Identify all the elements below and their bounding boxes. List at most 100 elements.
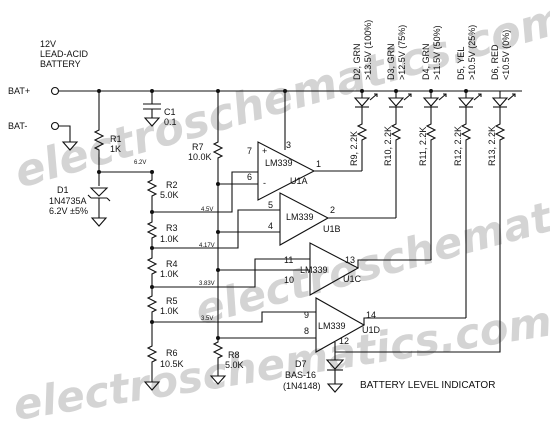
comparator-u1c (309, 242, 431, 296)
d7-ref: D7 (295, 359, 307, 369)
battery-label-line1: 12V (40, 39, 56, 49)
diode-d7 (325, 359, 345, 393)
battery-label: 12V LEAD-ACID BATTERY (40, 39, 89, 69)
d7-alt: (1N4148) (283, 381, 321, 391)
u1d-pin-gnd: 12 (339, 336, 349, 346)
watermark-3: electroschematics.com (10, 296, 550, 423)
r6-value: 10.5K (160, 359, 184, 369)
u1a-pin-minus: 6 (247, 172, 252, 182)
r11-label: R11, 2.2K (418, 127, 428, 166)
u1d-type: LM339 (318, 321, 346, 331)
r13-label: R13, 2.2K (487, 126, 497, 166)
d2-level: >13.5V (100%) (363, 20, 373, 80)
d4-ref: D4, GRN (421, 43, 431, 80)
node-voltage-4v17: 4.17V (199, 243, 215, 249)
node-voltage-3v5: 3.5V (201, 316, 213, 322)
u1a-minus-sign: - (263, 178, 266, 188)
c1-value: 0.1 (164, 117, 177, 127)
d6-level: <10.5V (0%) (501, 30, 511, 80)
r3-value: 1.0K (160, 234, 179, 244)
r2-ref: R2 (166, 180, 178, 190)
u1c-type: LM339 (300, 265, 328, 275)
r3-ref: R3 (166, 223, 178, 233)
sense-divider (209, 91, 316, 385)
r4-resistor (146, 248, 158, 287)
r5-value: 1.0K (160, 306, 179, 316)
u1a-pin-out: 1 (316, 159, 321, 169)
diagram-title: BATTERY LEVEL INDICATOR (360, 380, 495, 391)
r4-value: 1.0K (160, 269, 179, 279)
zener-diode-d1 (87, 172, 111, 227)
u1b-pin-out: 2 (330, 205, 335, 215)
r9-label: R9, 2.2K (349, 131, 359, 166)
bat-pos-terminal (50, 86, 60, 96)
d7-part: BAS-16 (285, 370, 316, 380)
led-column-d3 (387, 91, 412, 218)
r2-value: 5.0K (160, 190, 179, 200)
led-column-d6 (335, 91, 516, 353)
r2-resistor (146, 172, 158, 212)
bat-neg-wire (59, 125, 79, 151)
node-voltage-4v5: 4.5V (201, 207, 213, 213)
resistor-ladder (143, 170, 161, 391)
node-voltage-6v2: 6.2V (134, 160, 146, 166)
r10-label: R10, 2.2K (383, 126, 393, 166)
u1b-type: LM339 (286, 212, 314, 222)
r6-resistor (146, 322, 158, 382)
u1c-pin-out: 13 (345, 255, 355, 265)
battery-label-line3: BATTERY (40, 59, 81, 69)
d2-ref: D2, GRN (352, 43, 362, 80)
r5-ref: R5 (166, 296, 178, 306)
led-column-d5 (457, 91, 482, 318)
r1-value: 1K (110, 144, 121, 154)
u1b-pin-minus: 4 (268, 221, 273, 231)
u1c-name: U1C (343, 274, 362, 284)
d3-ref: D3, GRN (386, 43, 396, 80)
u1c-pin-minus: 10 (284, 275, 294, 285)
u1c-pin-plus: 11 (284, 255, 293, 265)
r4-ref: R4 (166, 259, 178, 269)
r1-ref: R1 (110, 134, 122, 144)
u1a-pin-supply: 3 (286, 140, 291, 150)
led-resistor-labels: R9, 2.2K R10, 2.2K R11, 2.2K R12, 2.2K R… (349, 126, 497, 166)
capacitor-c1 (143, 91, 161, 127)
comparator-u1b (279, 192, 396, 246)
d4-level: >11.5V (50%) (432, 25, 442, 80)
comparator-u1a (257, 91, 362, 201)
d1-part: 1N4735A (49, 196, 87, 206)
node-voltage-3v83: 3.83V (199, 281, 215, 287)
u1a-name: U1A (290, 176, 308, 186)
r7-ref: R7 (192, 142, 204, 152)
comparator-u1d (315, 297, 466, 360)
r8-value: 5.0K (225, 360, 244, 370)
d1-ref: D1 (57, 185, 69, 195)
battery-label-line2: LEAD-ACID (40, 49, 89, 59)
d5-level: >10.5V (25%) (467, 25, 477, 80)
u1d-name: U1D (362, 325, 381, 335)
d5-ref: D5, YEL (456, 47, 466, 80)
d1-spec: 6.2V ±5% (49, 206, 88, 216)
reference-taps (152, 171, 316, 323)
r7-value: 10.0K (188, 152, 212, 162)
d6-ref: D6, RED (490, 44, 500, 80)
r8-ref: R8 (228, 350, 240, 360)
u1a-pin-plus: 7 (247, 146, 252, 156)
bat-pos-label: BAT+ (8, 86, 30, 96)
bat-neg-terminal (50, 121, 60, 131)
d3-level: >12.5V (75%) (397, 25, 407, 80)
bat-neg-label: BAT- (8, 121, 27, 131)
led-column-d4 (422, 91, 447, 260)
r3-resistor (146, 212, 158, 248)
r6-ground (143, 381, 161, 391)
u1b-name: U1B (323, 224, 341, 234)
r6-ref: R6 (166, 348, 178, 358)
r8-ground (209, 375, 227, 385)
u1a-type: LM339 (265, 158, 293, 168)
r8-resistor (212, 172, 224, 376)
c1-ref: C1 (164, 107, 176, 117)
u1d-pin-minus: 8 (304, 326, 309, 336)
r5-resistor (146, 287, 158, 322)
u1a-plus-sign: + (262, 146, 267, 156)
u1d-pin-out: 14 (366, 310, 376, 320)
